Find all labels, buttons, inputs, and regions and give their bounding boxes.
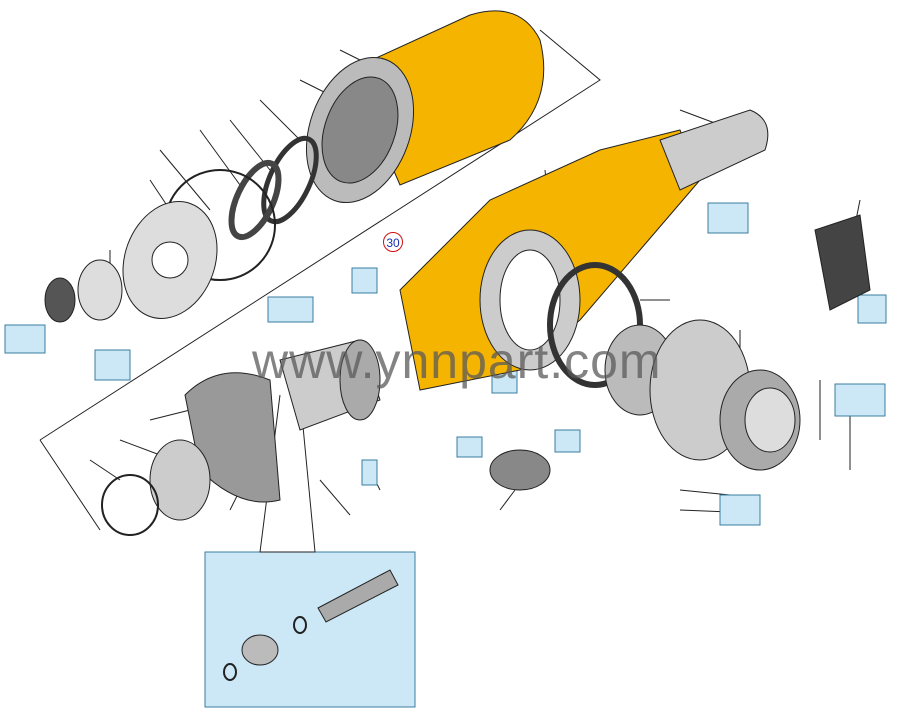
wheel-hub <box>44 10 545 323</box>
inset-parts <box>223 569 399 681</box>
watermark: www.ynnpart.com <box>252 333 662 389</box>
callout-number-30[interactable]: 30 <box>383 232 403 252</box>
brake-assembly <box>101 339 381 536</box>
differential <box>489 214 871 491</box>
axle-housing <box>399 109 769 391</box>
